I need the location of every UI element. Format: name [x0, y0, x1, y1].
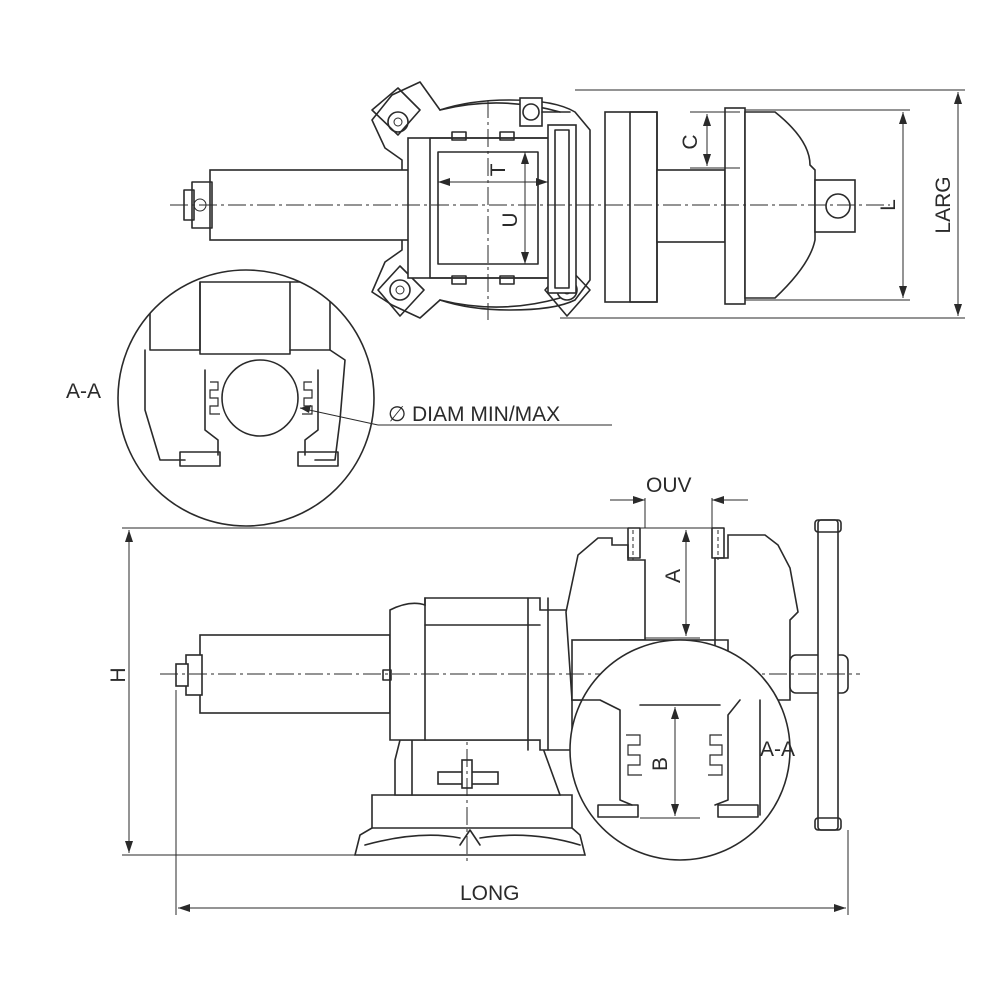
dim-label-larg: LARG: [932, 176, 955, 233]
dim-label-c: C: [679, 134, 702, 149]
section-detail-left: A-A ∅ DIAM MIN/MAX: [66, 269, 612, 527]
top-mount-hole: [387, 111, 409, 133]
top-mount-hole: [389, 279, 411, 301]
top-fixed-jaw-flange: [604, 111, 658, 303]
top-rear-jaw: [724, 107, 746, 305]
front-handle-bar: [817, 519, 839, 831]
dim-label-a: A: [662, 569, 685, 583]
section-detail-right: A-A: [569, 639, 795, 861]
dim-label-l: L: [877, 199, 900, 211]
top-dimensions: LARG L C T U: [438, 89, 965, 319]
top-handle-pin: [825, 193, 851, 219]
dim-label-long: LONG: [460, 882, 520, 905]
front-dimensions: OUV A B H LONG: [107, 474, 849, 915]
dim-label-u: U: [499, 212, 522, 227]
detail-circle: [117, 269, 375, 527]
front-view: [160, 519, 860, 862]
section-circle: [569, 639, 791, 861]
dim-label-b: B: [649, 757, 672, 771]
dim-label-h: H: [107, 667, 130, 682]
detail-pipe-section: [221, 359, 299, 437]
top-view: [170, 81, 890, 320]
section-label-right: A-A: [760, 738, 795, 761]
section-label-left: A-A: [66, 380, 101, 403]
dim-label-ouv: OUV: [646, 474, 692, 497]
front-base: [353, 794, 587, 856]
diam-label: DIAM MIN/MAX: [412, 403, 560, 426]
dim-label-t: T: [487, 163, 510, 176]
diam-symbol: ∅: [388, 403, 406, 426]
